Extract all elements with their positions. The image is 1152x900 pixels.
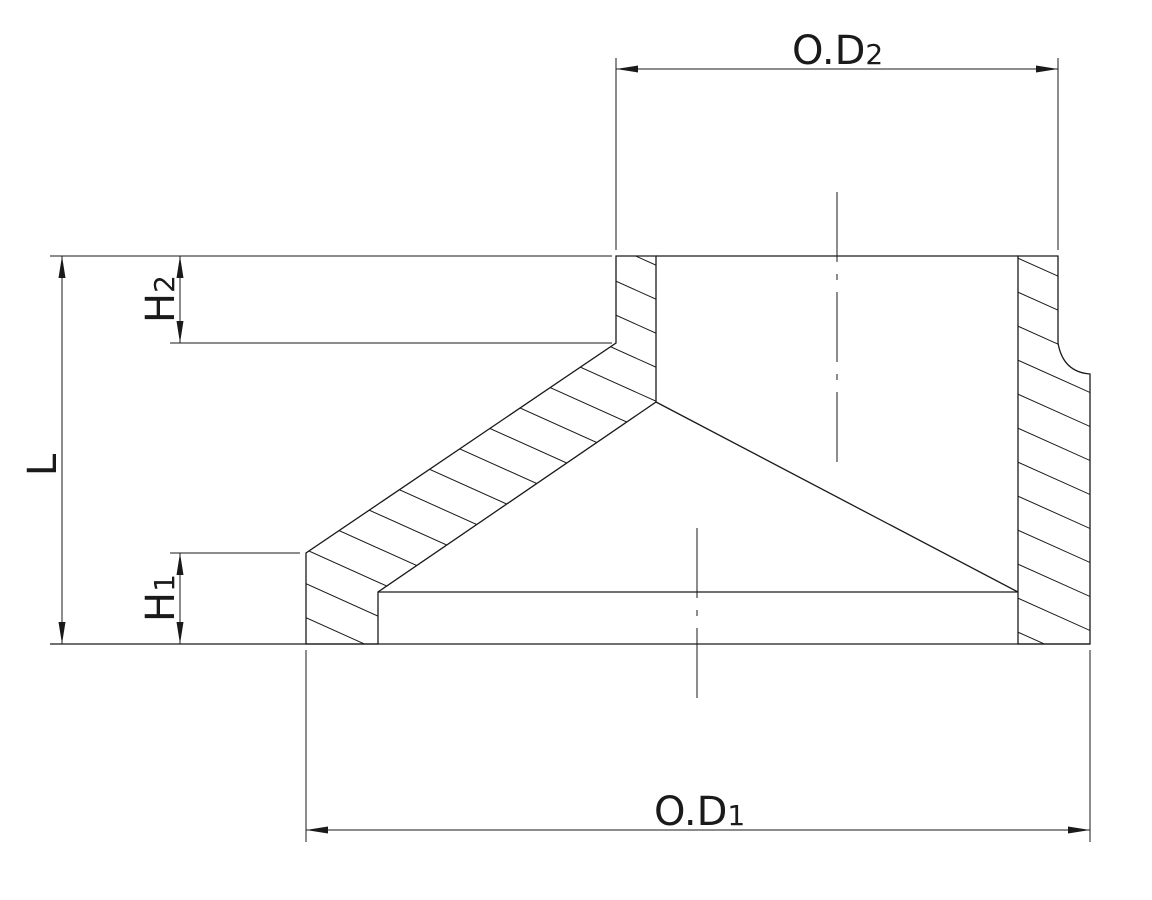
hatch-right <box>1005 256 1100 703</box>
hatch-line <box>1018 319 1090 364</box>
hatch-line <box>1018 256 1090 296</box>
hatch-line <box>306 576 656 644</box>
hatch-line <box>306 610 656 644</box>
svg-text:O.D1: O.D1 <box>654 789 745 835</box>
hatch-line <box>306 270 656 442</box>
hatch-line <box>306 338 656 510</box>
od2-subscript: 2 <box>865 38 883 71</box>
hatch-line <box>1018 353 1090 398</box>
inner-cone-line <box>655 401 1019 593</box>
hatch-line <box>290 645 670 816</box>
od1-label: O.D <box>654 789 727 835</box>
hatch-line <box>306 256 656 306</box>
hatch-line <box>1018 387 1090 432</box>
hatch-line <box>1018 285 1090 330</box>
od2-label: O.D <box>792 28 865 74</box>
hatch-line <box>290 67 670 238</box>
dimension-od1: O.D1 <box>306 789 1090 835</box>
left-wall-outline <box>305 255 657 645</box>
h2-subscript: 2 <box>148 275 181 293</box>
length-label: L <box>20 453 66 476</box>
hatch-line <box>306 256 656 272</box>
hatch-line <box>1018 489 1090 534</box>
dimension-h1: H1 <box>138 553 184 644</box>
hatch-line <box>306 256 656 340</box>
hatch-line <box>1018 557 1090 602</box>
hatch-line <box>1018 455 1090 500</box>
h1-label: H <box>138 592 184 622</box>
hatch-line <box>306 372 656 544</box>
hatch-line <box>1018 523 1090 568</box>
svg-text:O.D2: O.D2 <box>792 28 883 74</box>
right-wall-outline <box>1017 255 1091 645</box>
svg-text:H2: H2 <box>138 275 184 323</box>
hatch-line <box>306 508 656 644</box>
hatch-line <box>1005 660 1100 703</box>
hatch-line <box>306 256 656 408</box>
od1-subscript: 1 <box>727 799 745 832</box>
hatch-line <box>306 542 656 644</box>
h2-label: H <box>138 293 184 323</box>
hatch-line <box>306 474 656 644</box>
dimension-h2: H2 <box>138 256 184 343</box>
hatch-line <box>1018 591 1090 636</box>
dimension-length: L <box>20 256 66 644</box>
dimension-od2: O.D2 <box>616 28 1058 74</box>
hatch-line <box>306 256 656 374</box>
hatch-line <box>306 304 656 476</box>
hatch-left <box>290 67 670 816</box>
hatch-line <box>1018 421 1090 466</box>
h1-subscript: 1 <box>148 574 181 592</box>
svg-text:H1: H1 <box>138 574 184 622</box>
hatch-line <box>1018 625 1090 644</box>
